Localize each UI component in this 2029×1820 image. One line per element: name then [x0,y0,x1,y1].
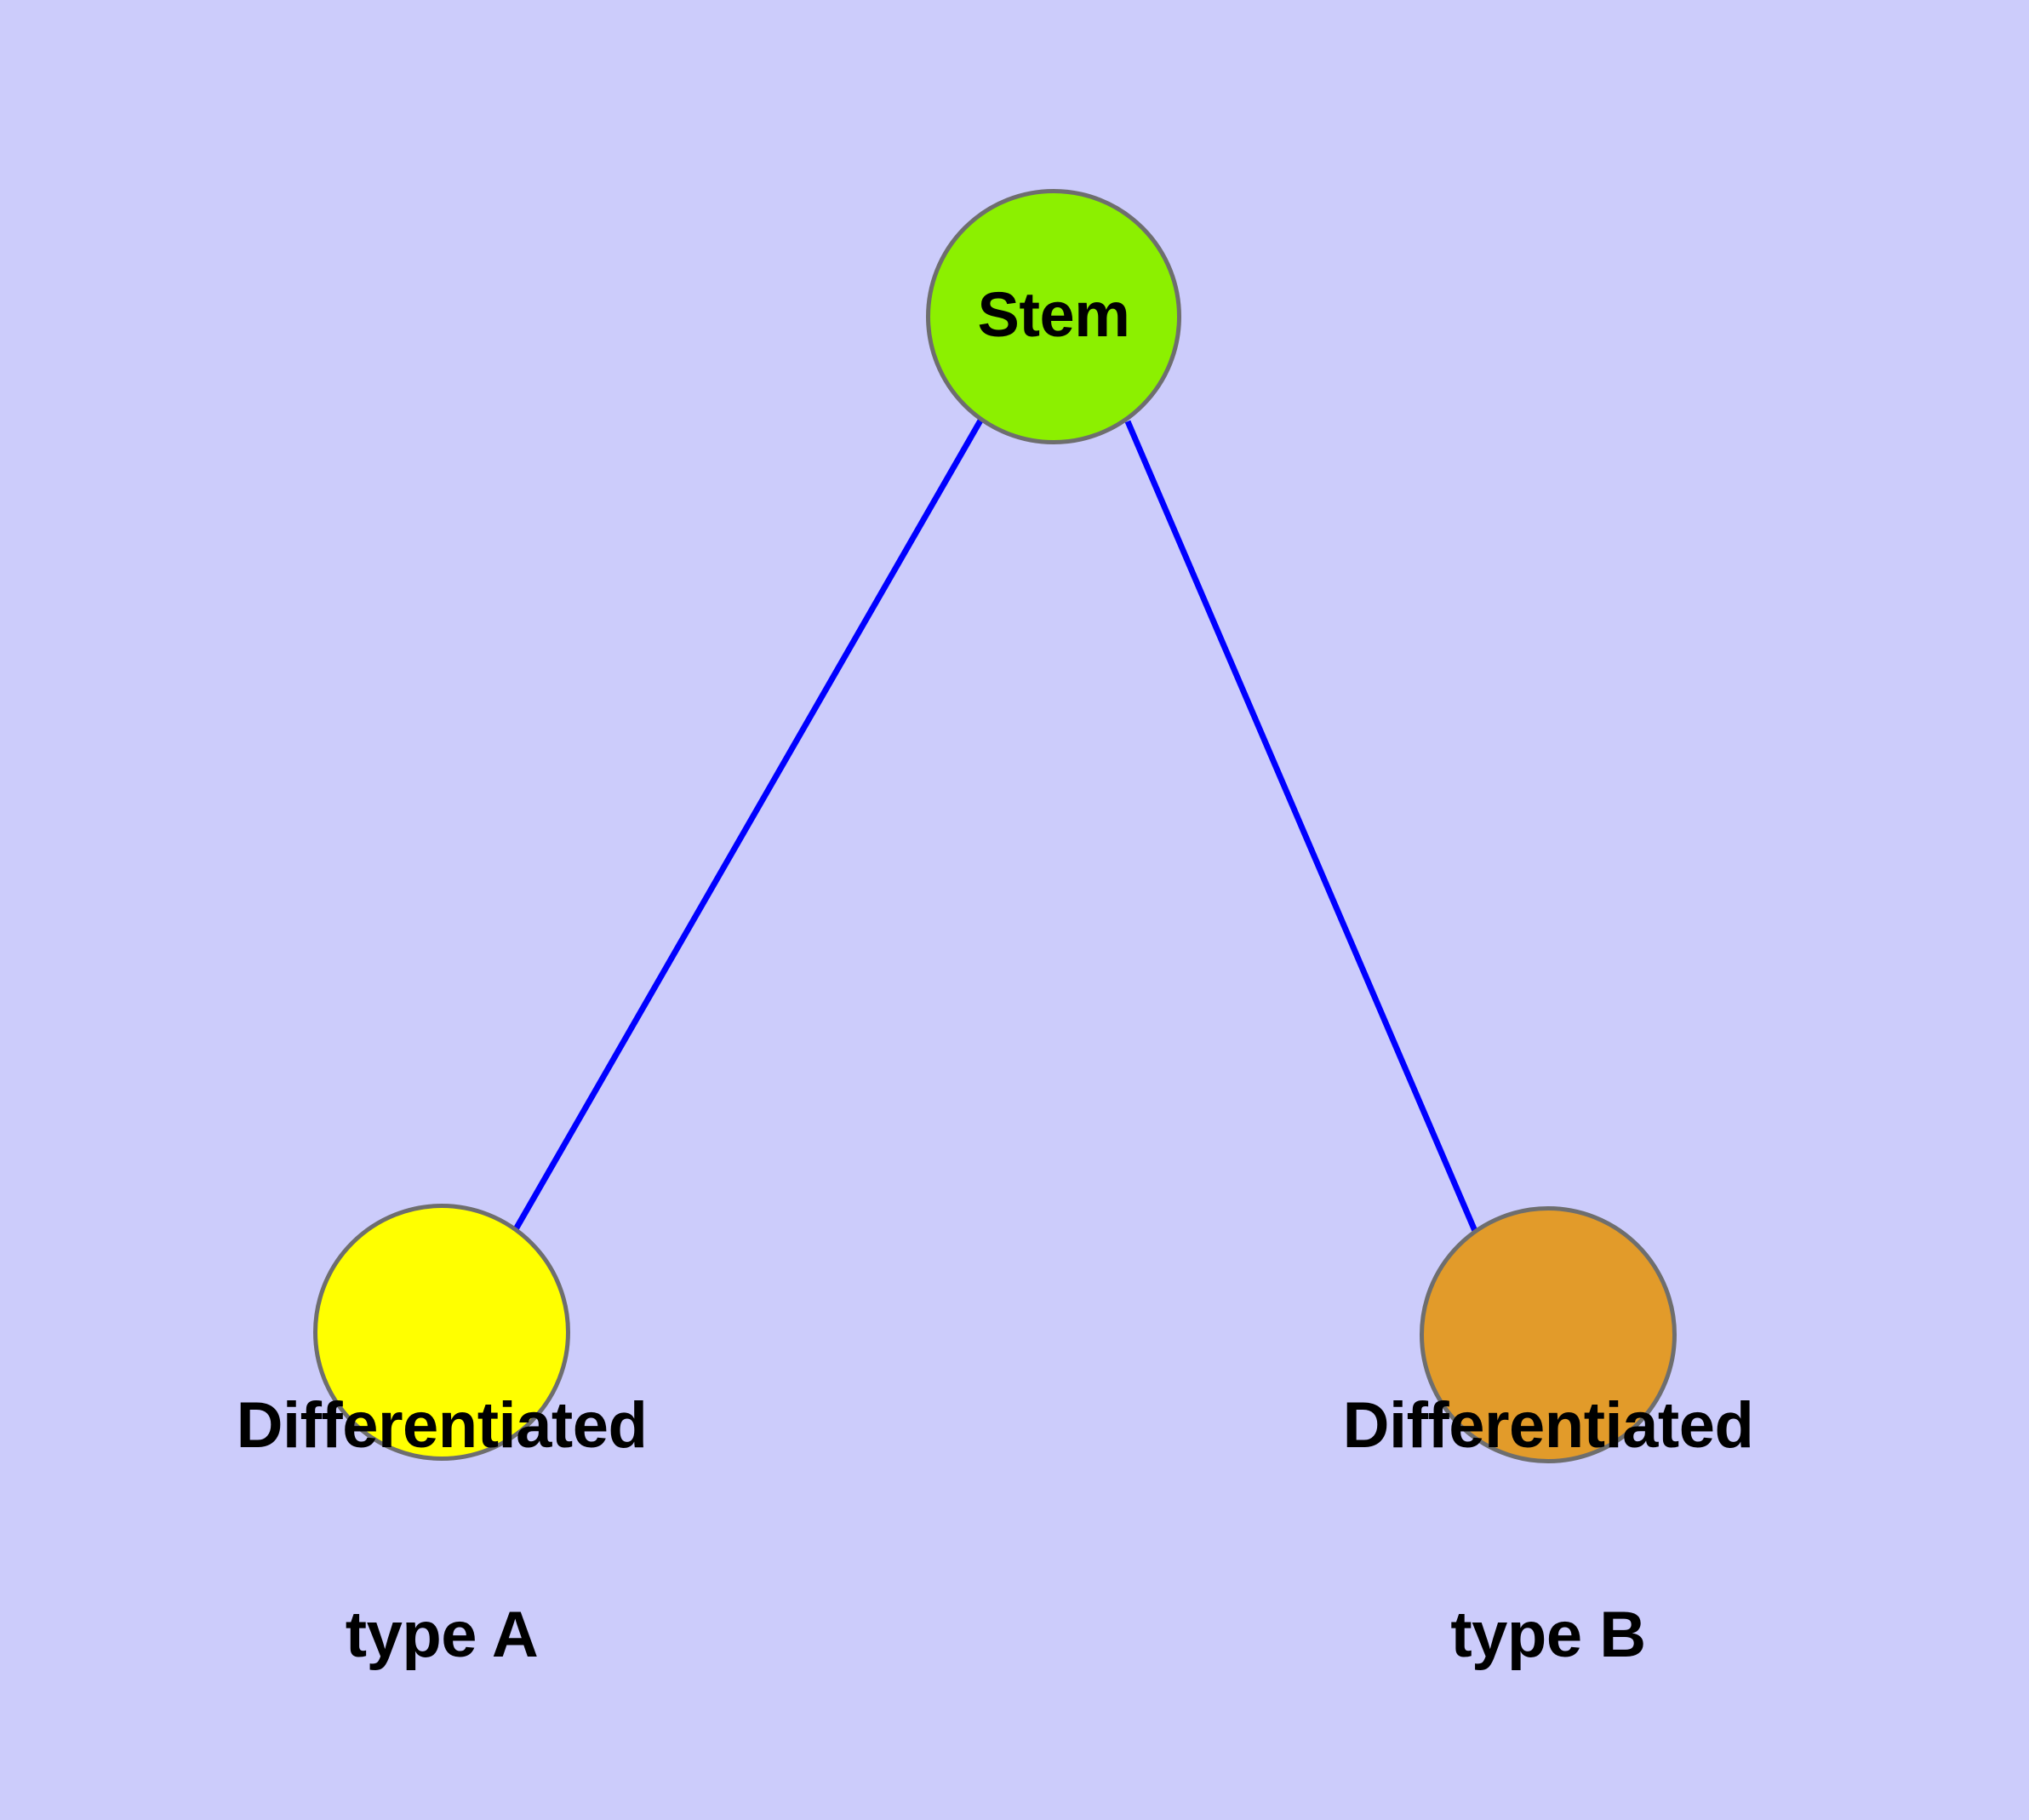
node-label-line: type B [1450,1599,1646,1672]
node-label-line: type A [345,1599,539,1672]
node-stem[interactable] [926,189,1181,444]
edge-stem-to-type-b[interactable] [1124,420,1478,1233]
node-differentiated-type-a[interactable] [313,1204,570,1461]
node-differentiated-type-b[interactable] [1420,1206,1677,1463]
edge-stem-to-type-a[interactable] [512,419,984,1231]
